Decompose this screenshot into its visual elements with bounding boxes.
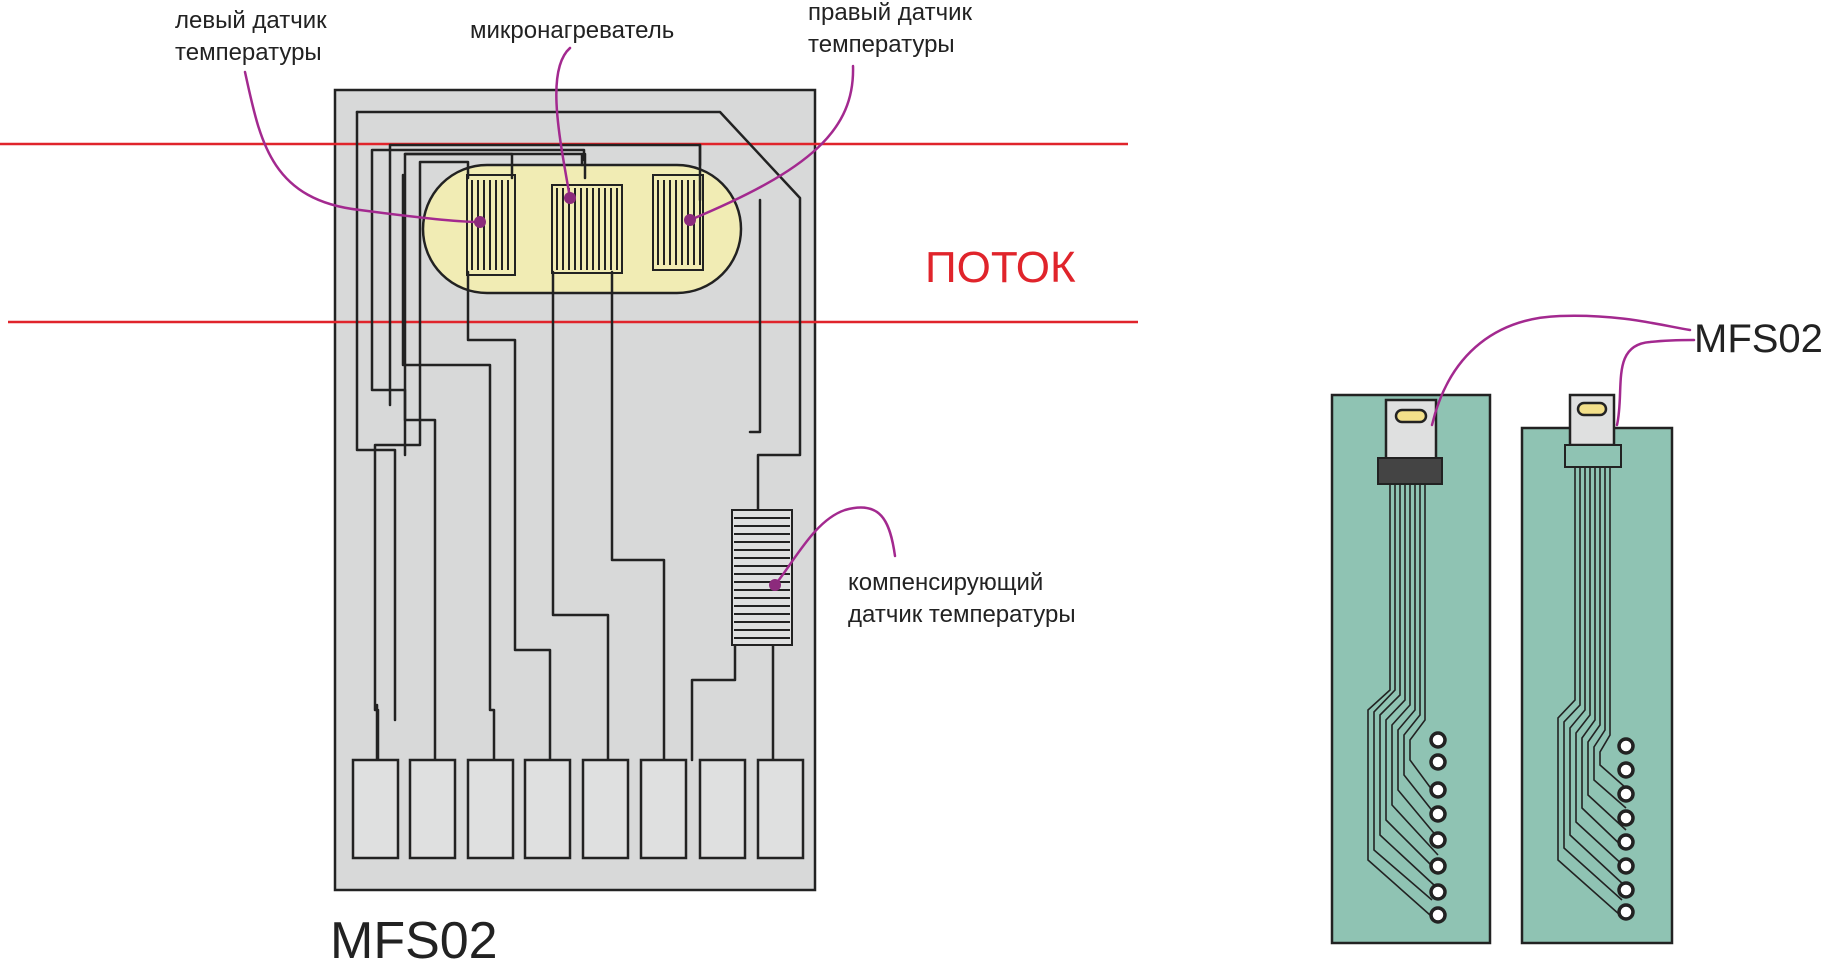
contact-pad [698,758,747,860]
contact-pad [408,758,457,860]
comp-sensor-label-line2: датчик температуры [848,601,1076,628]
right-sensor-label-line2: температуры [808,31,955,58]
left-sensor-label-line1: левый датчик [175,7,327,34]
contact-pad [756,758,805,860]
right-sensor-leader [688,64,855,222]
contact-pads [351,758,805,860]
connector-pad [1394,408,1428,424]
connector-pad [1576,401,1608,417]
compensating-temperature-sensor [731,509,793,646]
board-left [1330,393,1492,945]
board-right [1520,393,1674,945]
board-right-leader [1615,338,1696,427]
chip-name-label: MFS02 [330,912,498,964]
board-name-label: MFS02 [1694,317,1823,361]
contact-pad [523,758,572,860]
left-sensor-label-line2: температуры [175,39,322,66]
contact-pad [581,758,630,860]
comp-sensor-leader-dot [769,579,781,591]
flow-label: ПОТОК [925,243,1076,292]
heater-label: микронагреватель [470,17,674,44]
right-sensor-label-line1: правый датчик [808,0,972,26]
contact-pad [351,758,400,860]
heater-leader [555,46,572,200]
contact-pad [639,758,688,860]
left-sensor-leader-dot [474,216,486,228]
chip-traces [355,110,802,762]
board-left-leader [1430,314,1692,427]
left-sensor-leader [243,70,482,224]
right-sensor-leader-dot [684,214,696,226]
comp-sensor-leader [773,506,897,587]
microheater [551,184,623,274]
heater-leader-dot [564,192,576,204]
comp-sensor-label-line1: компенсирующий [848,569,1043,596]
contact-pad [466,758,515,860]
